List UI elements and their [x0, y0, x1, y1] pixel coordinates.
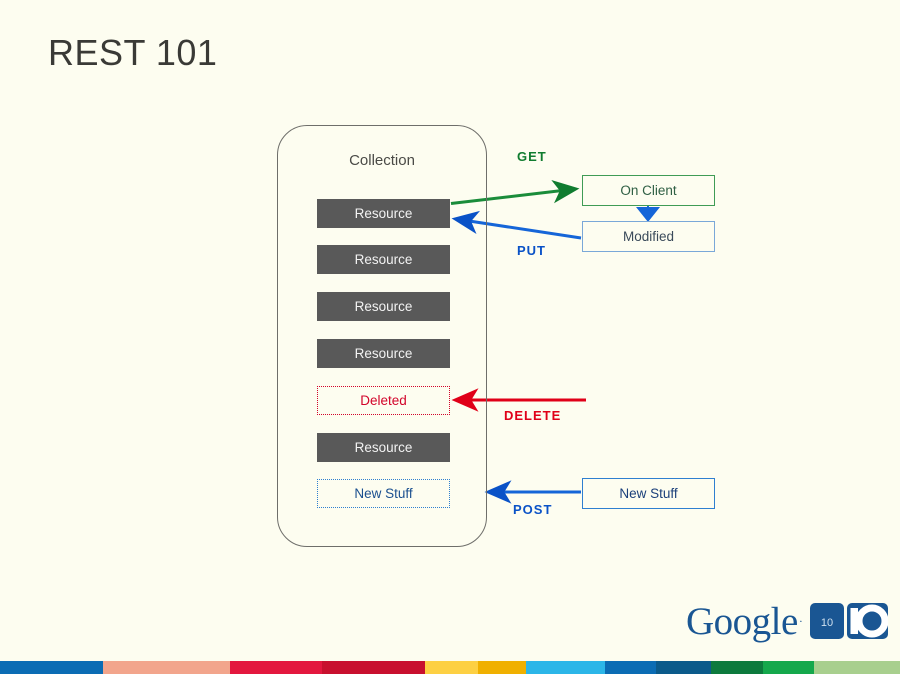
verb-label-put: PUT: [517, 243, 546, 258]
color-bar-segment-6: [477, 661, 526, 674]
color-bar-segment-12: [813, 661, 900, 674]
collection-item-resource-1[interactable]: Resource: [317, 199, 450, 228]
collection-item-new-stuff[interactable]: New Stuff: [317, 479, 450, 508]
bottom-color-bar: [0, 661, 900, 674]
collection-item-resource-2[interactable]: Resource: [317, 245, 450, 274]
collection-item-resource-5[interactable]: Resource: [317, 433, 450, 462]
new-stuff-box[interactable]: New Stuff: [582, 478, 715, 509]
collection-item-resource-3[interactable]: Resource: [317, 292, 450, 321]
collection-item-label: Resource: [354, 440, 413, 455]
google-wordmark: Google: [686, 599, 798, 643]
modified-box[interactable]: Modified: [582, 221, 715, 252]
arrow-put: [451, 210, 582, 240]
color-bar-segment-8: [604, 661, 656, 674]
collection-item-label: Resource: [354, 206, 413, 221]
color-bar-segment-9: [655, 661, 711, 674]
collection-container: [277, 125, 487, 547]
svg-text:10: 10: [821, 617, 833, 629]
verb-label-post: POST: [513, 502, 553, 517]
color-bar-segment-3: [230, 661, 322, 674]
collection-item-label: Resource: [354, 346, 413, 361]
color-bar-segment-1: [0, 661, 103, 674]
verb-label-get: GET: [517, 149, 547, 164]
color-bar-segment-11: [762, 661, 814, 674]
on-client-label: On Client: [620, 183, 677, 198]
collection-label: Collection: [349, 152, 415, 169]
google-io-logo: Google · 10: [686, 598, 888, 644]
page-title: REST 101: [48, 32, 218, 73]
color-bar-segment-4: [321, 661, 425, 674]
collection-item-label: Deleted: [360, 393, 407, 408]
io-mark-icon: 10: [809, 603, 888, 639]
collection-item-deleted[interactable]: Deleted: [317, 386, 450, 415]
arrow-on-client-to-modified: [636, 206, 660, 222]
collection-item-resource-4[interactable]: Resource: [317, 339, 450, 368]
new-stuff-label: New Stuff: [619, 486, 678, 501]
color-bar-segment-10: [711, 661, 763, 674]
verb-label-delete: DELETE: [504, 408, 562, 423]
google-tm-mark: ·: [798, 613, 803, 628]
on-client-box[interactable]: On Client: [582, 175, 715, 206]
arrow-get: [450, 179, 580, 205]
modified-label: Modified: [622, 229, 675, 244]
collection-item-label: Resource: [354, 299, 413, 314]
collection-item-label: New Stuff: [354, 486, 413, 501]
collection-item-label: Resource: [354, 252, 413, 267]
color-bar-segment-7: [525, 661, 605, 674]
color-bar-segment-2: [102, 661, 231, 674]
color-bar-segment-5: [424, 661, 478, 674]
